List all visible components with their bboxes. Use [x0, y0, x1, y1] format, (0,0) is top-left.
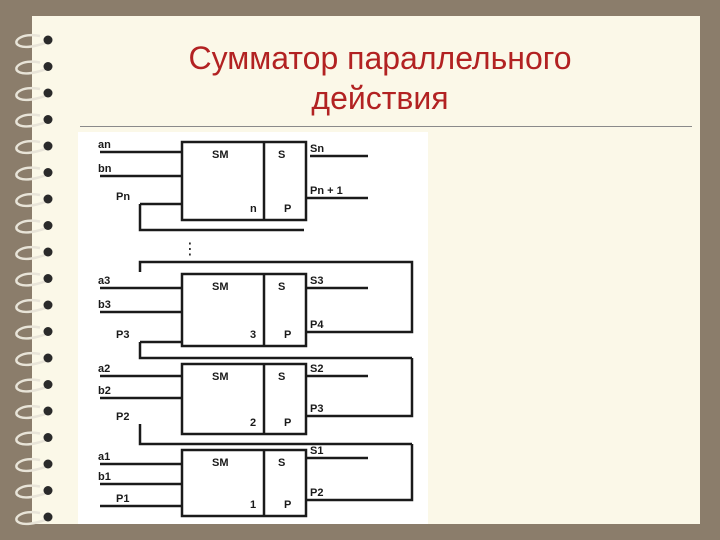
- spiral-ring: [15, 166, 53, 181]
- output-carry-label: P4: [310, 319, 324, 331]
- stage-index-label: 1: [250, 499, 256, 511]
- punch-hole: [43, 300, 53, 310]
- carry-port-label: P: [284, 417, 291, 429]
- output-sum-label: S1: [310, 445, 323, 457]
- block-label: SM: [212, 149, 229, 161]
- spiral-ring: [15, 510, 53, 526]
- spiral-ring: [15, 33, 53, 49]
- stage-index-label: 3: [250, 329, 256, 341]
- input-b-label: bn: [98, 163, 112, 175]
- input-a-label: a2: [98, 363, 110, 375]
- punch-hole: [43, 353, 53, 363]
- punch-hole: [43, 486, 53, 495]
- spiral-ring: [15, 378, 53, 393]
- spiral-ring: [15, 404, 53, 420]
- spiral-ring: [15, 298, 53, 314]
- sum-port-label: S: [278, 149, 285, 161]
- stage-index-label: n: [250, 203, 257, 215]
- stage-index-label: 2: [250, 417, 256, 429]
- punch-hole: [43, 406, 53, 416]
- sum-port-label: S: [278, 457, 285, 469]
- punch-hole: [43, 327, 53, 336]
- input-b-label: b3: [98, 299, 111, 311]
- spiral-ring: [15, 192, 53, 208]
- output-sum-label: S3: [310, 275, 323, 287]
- input-carry-label: P1: [116, 493, 129, 505]
- ellipsis-dots: ⋮: [182, 239, 198, 258]
- spiral-ring: [15, 60, 53, 75]
- spiral-ring: [15, 351, 53, 367]
- input-a-label: a1: [98, 451, 110, 463]
- sum-port-label: S: [278, 371, 285, 383]
- carry-port-label: P: [284, 329, 291, 341]
- carry-port-label: P: [284, 499, 291, 511]
- output-carry-label: Pn + 1: [310, 185, 343, 197]
- punch-hole: [43, 168, 53, 177]
- spiral-ring: [15, 457, 53, 473]
- punch-hole: [43, 512, 53, 522]
- spiral-ring: [15, 431, 53, 446]
- title-line-2: действия: [311, 80, 449, 116]
- spiral-ring: [15, 272, 53, 287]
- block-label: SM: [212, 371, 229, 383]
- output-sum-label: S2: [310, 363, 323, 375]
- sm-block: [180, 362, 308, 436]
- sum-port-label: S: [278, 281, 285, 293]
- punch-hole: [43, 459, 53, 469]
- input-carry-label: Pn: [116, 191, 130, 203]
- spiral-binding: [15, 33, 53, 526]
- title-line-1: Сумматор параллельного: [188, 40, 572, 76]
- wires: [100, 150, 414, 508]
- sm-block: [180, 448, 308, 518]
- input-carry-label: P3: [116, 329, 129, 341]
- spiral-ring: [15, 113, 53, 128]
- spiral-ring: [15, 139, 53, 155]
- punch-hole: [43, 115, 53, 124]
- output-carry-label: P2: [310, 487, 323, 499]
- input-a-label: a3: [98, 275, 110, 287]
- punch-hole: [43, 62, 53, 71]
- output-sum-label: Sn: [310, 143, 324, 155]
- punch-hole: [43, 141, 53, 151]
- input-b-label: b2: [98, 385, 111, 397]
- punch-hole: [43, 221, 53, 230]
- title-underline: [80, 126, 692, 127]
- spiral-ring: [15, 325, 53, 340]
- punch-hole: [43, 35, 53, 45]
- punch-hole: [43, 247, 53, 257]
- carry-port-label: P: [284, 203, 291, 215]
- spiral-ring: [15, 245, 53, 261]
- input-b-label: b1: [98, 471, 111, 483]
- slide-title: Сумматор параллельного действия: [100, 38, 660, 118]
- punch-hole: [43, 433, 53, 442]
- block-label: SM: [212, 457, 229, 469]
- output-carry-label: P3: [310, 403, 323, 415]
- spiral-ring: [15, 86, 53, 102]
- punch-hole: [43, 194, 53, 204]
- sm-block: [180, 140, 308, 222]
- spiral-ring: [15, 219, 53, 234]
- spiral-ring: [15, 484, 53, 499]
- punch-hole: [43, 88, 53, 98]
- sm-block: [180, 272, 308, 348]
- block-label: SM: [212, 281, 229, 293]
- punch-hole: [43, 274, 53, 283]
- punch-hole: [43, 380, 53, 389]
- input-a-label: an: [98, 139, 111, 151]
- input-carry-label: P2: [116, 411, 129, 423]
